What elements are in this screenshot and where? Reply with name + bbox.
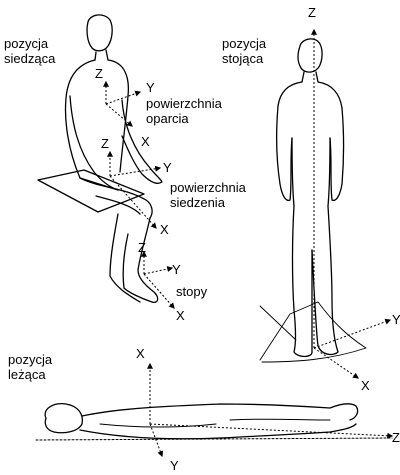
label-backrest-surface: powierzchnia oparcia xyxy=(146,96,222,126)
axis-label-x: X xyxy=(160,222,169,237)
axis-label-y: Y xyxy=(172,262,181,277)
axis-label-z: Z xyxy=(138,240,146,255)
axis-label-z: Z xyxy=(95,66,103,81)
axis-label-x: X xyxy=(136,346,145,361)
axis-label-y: Y xyxy=(170,458,179,473)
axis-label-z: Z xyxy=(101,136,109,151)
label-line: pozycja xyxy=(222,36,266,51)
label-line: oparcia xyxy=(146,111,222,126)
axis-label-y: Y xyxy=(392,312,400,327)
axis-label-x: X xyxy=(361,378,370,393)
axes-standing xyxy=(314,30,390,378)
label-line: powierzchnia xyxy=(170,180,246,195)
axis-label-z: Z xyxy=(308,5,316,20)
label-line: siedząca xyxy=(4,51,55,66)
label-line: pozycja xyxy=(8,352,52,367)
standing-figure xyxy=(260,39,366,362)
label-standing-position: pozycja stojąca xyxy=(222,36,266,66)
label-line: stojąca xyxy=(222,51,266,66)
label-line: leżąca xyxy=(8,367,52,382)
axis-label-y: Y xyxy=(146,80,155,95)
label-seat-surface: powierzchnia siedzenia xyxy=(170,180,246,210)
label-line: pozycja xyxy=(4,36,55,51)
label-feet: stopy xyxy=(176,284,207,299)
seated-figure xyxy=(38,15,162,302)
axes-lying xyxy=(150,364,392,456)
axis-label-x: X xyxy=(176,308,185,323)
axis-label-z: Z xyxy=(392,430,400,445)
axis-label-y: Y xyxy=(163,160,172,175)
label-lying-position: pozycja leżąca xyxy=(8,352,52,382)
axes-feet xyxy=(144,252,174,308)
label-line: siedzenia xyxy=(170,195,246,210)
label-sitting-position: pozycja siedząca xyxy=(4,36,55,66)
lying-figure xyxy=(36,404,392,440)
axis-label-x: X xyxy=(141,134,150,149)
label-line: powierzchnia xyxy=(146,96,222,111)
